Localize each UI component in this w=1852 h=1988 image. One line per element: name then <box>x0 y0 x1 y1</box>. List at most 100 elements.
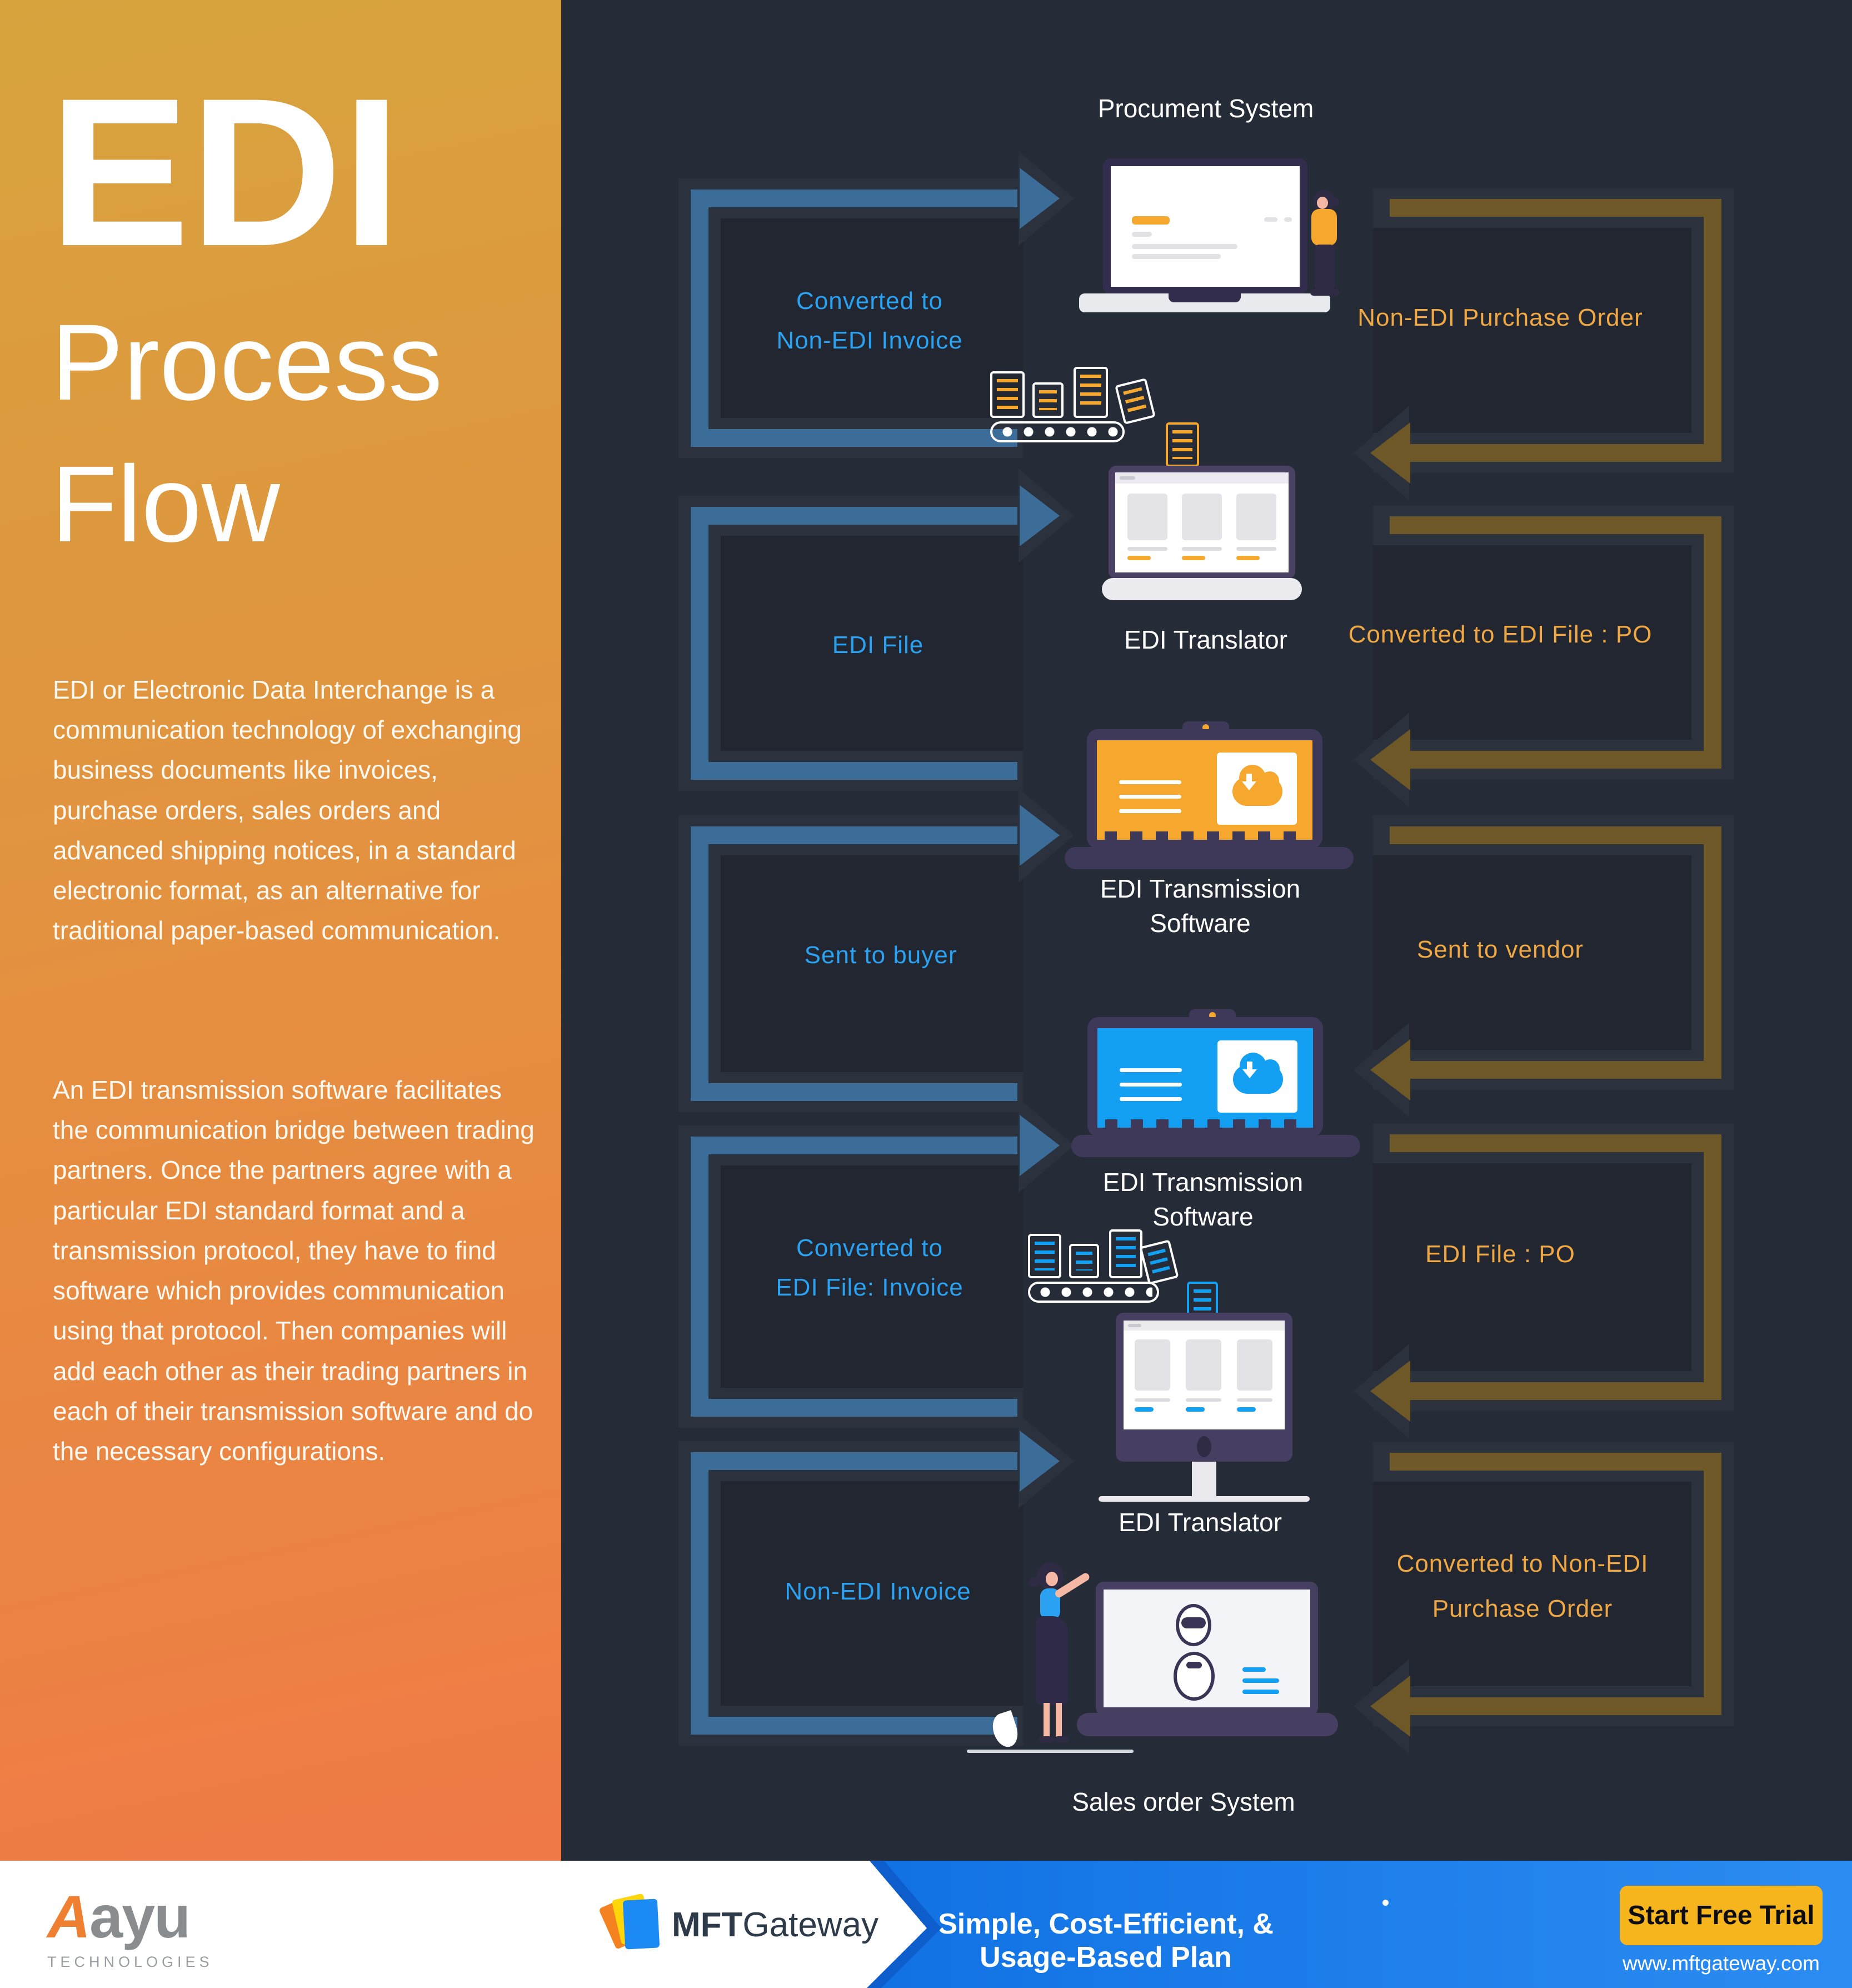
label-converted-to-edi-file-invoice-2: EDI File: Invoice <box>776 1274 964 1301</box>
laptop-screen <box>1115 472 1289 572</box>
flow-arrow-left-2 <box>678 469 1074 791</box>
white-line <box>1120 1097 1182 1101</box>
person-leg <box>1056 1703 1062 1737</box>
folder-sheet-blue <box>622 1899 660 1950</box>
person-face <box>1317 197 1328 209</box>
window-titlebar <box>1124 1321 1285 1331</box>
cloud-panel <box>1217 1040 1297 1113</box>
edi-transmission-2-label-line2: Software <box>1152 1202 1254 1231</box>
falling-document-icon <box>1166 422 1199 467</box>
label-converted-to-non-edi-po-2: Purchase Order <box>1432 1595 1613 1622</box>
laptop-base <box>1071 1135 1360 1157</box>
edi-translator-top-label: EDI Translator <box>1124 625 1287 654</box>
gray-line <box>1182 547 1222 551</box>
laptop-base <box>1079 293 1330 312</box>
edi-transmission-1-label-line1: EDI Transmission <box>1100 874 1301 903</box>
bracket-fill <box>1390 516 1721 769</box>
presenter-person-icon <box>1024 1563 1096 1755</box>
procurement-system-label: Procument System <box>1097 94 1314 123</box>
arrowhead-icon <box>1370 1361 1410 1422</box>
cloud-download-icon <box>1233 1053 1283 1094</box>
bracket-inner <box>721 855 1023 1072</box>
laptop-screen-orange <box>1097 740 1312 840</box>
bracket-inner <box>721 1165 1023 1388</box>
flow-arrow-left-3 <box>678 788 1074 1112</box>
bracket-inner <box>721 1481 1023 1706</box>
laptop-base <box>1102 578 1302 600</box>
edi-transmission-1-label-line2: Software <box>1150 909 1251 938</box>
flow-arrow-right-3 <box>1354 815 1734 1117</box>
mft-gateway-folder-icon <box>598 1893 662 1955</box>
arrowhead-icon <box>1020 1431 1060 1492</box>
bracket-inner <box>1373 1163 1691 1371</box>
white-line <box>1119 780 1181 784</box>
dot-decoration <box>1382 1900 1389 1906</box>
aayu-technologies-logo: Aayu TECHNOLOGIES <box>47 1882 213 1971</box>
bracket-fill <box>1390 199 1721 462</box>
arrowhead-icon <box>1370 1039 1410 1100</box>
flow-arrow-right-4 <box>1354 1123 1734 1438</box>
flow-arrow-left-4 <box>678 1098 1074 1428</box>
base-notch <box>1169 293 1241 302</box>
arrowhead-icon <box>1370 1676 1410 1737</box>
label-converted-to-non-edi-po-1: Converted to Non-EDI <box>1396 1550 1649 1577</box>
footer-white-area <box>0 1861 927 1988</box>
start-free-trial-button[interactable]: Start Free Trial <box>1620 1886 1823 1945</box>
arrowhead-icon <box>1020 805 1060 866</box>
cloud-download-icon <box>1232 765 1282 806</box>
document-icon <box>990 371 1025 418</box>
banner-text: Simple, Cost-Efficient, & Usage-Based Pl… <box>938 1908 1274 1974</box>
bracket-fill <box>691 190 1017 447</box>
laptop-screen-blue <box>1097 1028 1313 1128</box>
flow-arrow-left-5 <box>678 1414 1074 1746</box>
arrowhead-icon <box>1370 729 1410 790</box>
label-non-edi-invoice: Non-EDI Invoice <box>785 1578 971 1605</box>
monitor-foot <box>1099 1496 1310 1502</box>
blue-line <box>1186 1407 1205 1412</box>
person-bun <box>1029 1577 1039 1587</box>
bracket-fill <box>691 1137 1017 1417</box>
title-flow: Flow <box>51 444 280 565</box>
card-placeholder <box>1127 494 1167 540</box>
flow-arrow-right-5 <box>1354 1442 1734 1753</box>
person-face <box>1046 1572 1058 1586</box>
window-dots-icon <box>1120 476 1135 480</box>
robot-visor <box>1181 1617 1206 1628</box>
white-line <box>1119 809 1181 813</box>
bracket-fill <box>1390 1453 1721 1715</box>
label-sent-to-vendor: Sent to vendor <box>1416 936 1584 963</box>
gray-bar <box>1132 254 1221 259</box>
monitor-chin-oval <box>1197 1436 1211 1457</box>
gray-line <box>1186 1398 1221 1402</box>
blue-line <box>1242 1678 1279 1683</box>
arrowhead-icon <box>1020 1115 1060 1176</box>
card-placeholder <box>1236 494 1276 540</box>
cloud-panel <box>1217 753 1297 825</box>
monitor-neck <box>1192 1462 1216 1497</box>
conveyor-belt-icon <box>990 421 1125 442</box>
robot-chest-pill <box>1186 1662 1202 1668</box>
blue-line <box>1242 1667 1266 1672</box>
label-converted-to-non-edi-invoice-1: Converted to <box>796 287 943 315</box>
edi-transmission-laptop-orange-icon <box>1087 729 1322 849</box>
blue-line <box>1242 1690 1279 1694</box>
laptop-screen <box>1111 166 1300 287</box>
gray-bar <box>1132 244 1237 249</box>
white-line <box>1119 795 1181 799</box>
aayu-logo-text: ayu <box>89 1883 191 1950</box>
arrowhead-icon <box>1020 168 1060 229</box>
card-placeholder <box>1186 1339 1221 1391</box>
gray-bar <box>1132 232 1152 237</box>
sales-order-laptop-icon <box>1096 1582 1318 1715</box>
ground-line <box>967 1750 1134 1753</box>
software-paragraph: An EDI transmission software facilitates… <box>53 1075 535 1466</box>
person-leg <box>1044 1703 1050 1737</box>
person-standing-icon <box>1307 190 1346 301</box>
robot-head-icon <box>1176 1604 1211 1646</box>
bracket-fill <box>691 507 1017 780</box>
title-edi: EDI <box>49 54 401 290</box>
monitor-screen <box>1124 1321 1285 1429</box>
card-placeholder <box>1182 494 1222 540</box>
flow-arrow-right-2 <box>1354 505 1734 807</box>
blue-line <box>1135 1407 1154 1412</box>
